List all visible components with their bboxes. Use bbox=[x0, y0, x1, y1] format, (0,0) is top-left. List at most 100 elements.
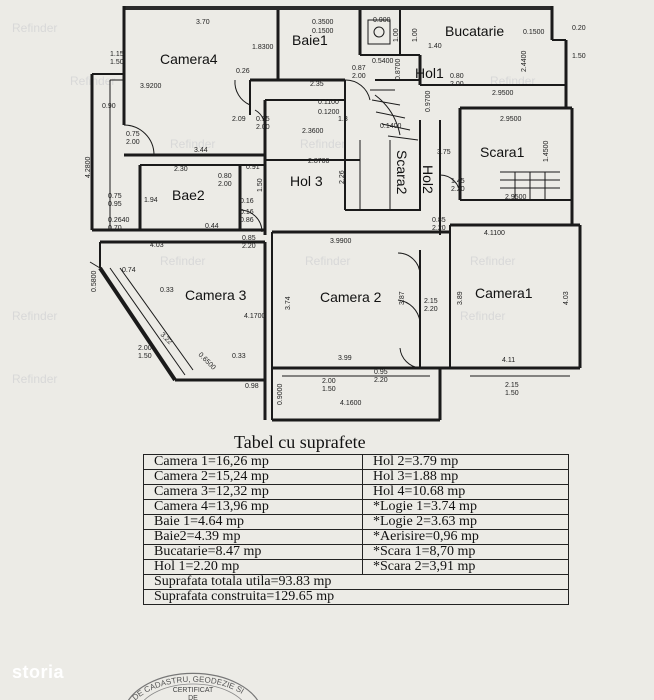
svg-text:3.9200: 3.9200 bbox=[140, 83, 162, 90]
svg-text:0.9000: 0.9000 bbox=[277, 383, 284, 405]
total-construita-row: Suprafata construita=129.65 mp bbox=[143, 589, 569, 605]
svg-text:Refinder: Refinder bbox=[12, 309, 57, 323]
room-camera1: Camera1 bbox=[475, 285, 533, 301]
svg-text:Refinder: Refinder bbox=[300, 137, 345, 151]
svg-text:3.70: 3.70 bbox=[196, 19, 210, 26]
area-row: Camera 4=13,96 mp*Logie 1=3.74 mp bbox=[143, 499, 569, 515]
brand-logo: storia bbox=[12, 662, 65, 682]
svg-text:2.00: 2.00 bbox=[352, 73, 366, 80]
area-cell-right: *Scara 1=8,70 mp bbox=[362, 544, 569, 560]
svg-text:1.50: 1.50 bbox=[110, 59, 124, 66]
svg-text:2.20: 2.20 bbox=[451, 186, 465, 193]
room-hol3: Hol 3 bbox=[290, 173, 323, 189]
svg-text:0.74: 0.74 bbox=[122, 267, 136, 274]
room-bucatarie: Bucatarie bbox=[445, 23, 504, 39]
svg-text:1.94: 1.94 bbox=[144, 197, 158, 204]
svg-text:0.98: 0.98 bbox=[245, 383, 259, 390]
svg-text:0.8700: 0.8700 bbox=[395, 58, 402, 80]
svg-text:0.3500: 0.3500 bbox=[312, 19, 334, 26]
svg-text:0.90: 0.90 bbox=[102, 103, 116, 110]
svg-text:0.26: 0.26 bbox=[236, 68, 250, 75]
svg-text:1.50: 1.50 bbox=[572, 53, 586, 60]
svg-text:Refinder: Refinder bbox=[12, 21, 57, 35]
svg-text:0.86: 0.86 bbox=[240, 217, 254, 224]
svg-text:2.3600: 2.3600 bbox=[302, 128, 324, 135]
svg-text:3.75: 3.75 bbox=[437, 149, 451, 156]
svg-text:4.03: 4.03 bbox=[563, 291, 570, 305]
svg-text:Refinder: Refinder bbox=[170, 137, 215, 151]
svg-text:0.1400: 0.1400 bbox=[380, 123, 402, 130]
svg-text:0.20: 0.20 bbox=[572, 25, 586, 32]
svg-text:4.1100: 4.1100 bbox=[484, 230, 505, 237]
svg-text:1.50: 1.50 bbox=[322, 386, 336, 393]
svg-text:2.26: 2.26 bbox=[339, 170, 346, 184]
svg-text:0.75: 0.75 bbox=[126, 131, 140, 138]
svg-text:Refinder: Refinder bbox=[460, 309, 505, 323]
svg-text:1.50: 1.50 bbox=[138, 353, 152, 360]
svg-text:2.00: 2.00 bbox=[218, 181, 232, 188]
svg-text:3.87: 3.87 bbox=[399, 291, 406, 305]
svg-text:1.50: 1.50 bbox=[257, 178, 264, 192]
room-camera3: Camera 3 bbox=[185, 287, 247, 303]
svg-text:1.00: 1.00 bbox=[393, 28, 400, 42]
svg-text:0.70: 0.70 bbox=[108, 225, 122, 232]
svg-text:3.9900: 3.9900 bbox=[330, 238, 352, 245]
svg-text:2.9500: 2.9500 bbox=[505, 194, 527, 201]
watermarks: Refinder Refinder Refinder Refinder Refi… bbox=[12, 21, 535, 386]
svg-text:0.1200: 0.1200 bbox=[318, 109, 340, 116]
room-baie1: Baie1 bbox=[292, 32, 328, 48]
svg-text:0.1500: 0.1500 bbox=[523, 29, 545, 36]
svg-text:0.44: 0.44 bbox=[205, 223, 219, 230]
svg-text:0.80: 0.80 bbox=[450, 73, 464, 80]
room-labels: Camera4 Baie1 Bucatarie Hol1 Scara1 Bae2… bbox=[160, 23, 533, 305]
area-cell-right: *Scara 2=3,91 mp bbox=[362, 559, 569, 575]
svg-text:0.900: 0.900 bbox=[373, 17, 391, 24]
area-cell-left: Baie2=4.39 mp bbox=[143, 529, 363, 545]
area-cell-left: Camera 2=15,24 mp bbox=[143, 469, 363, 485]
svg-text:2.9500: 2.9500 bbox=[500, 116, 522, 123]
svg-text:0.33: 0.33 bbox=[232, 353, 246, 360]
area-cell-left: Hol 1=2.20 mp bbox=[143, 559, 363, 575]
room-scara2: Scara2 bbox=[394, 150, 410, 195]
table-title: Tabel cu suprafete bbox=[234, 432, 366, 452]
svg-text:1.40: 1.40 bbox=[428, 43, 442, 50]
area-cell-left: Bucatarie=8.47 mp bbox=[143, 544, 363, 560]
total-utila-row: Suprafata totala utila=93.83 mp bbox=[143, 574, 569, 590]
svg-text:0.87: 0.87 bbox=[352, 65, 366, 72]
svg-text:0.9700: 0.9700 bbox=[425, 90, 432, 112]
svg-text:4.1600: 4.1600 bbox=[340, 400, 362, 407]
svg-text:2.00: 2.00 bbox=[450, 81, 464, 88]
svg-text:3.74: 3.74 bbox=[285, 296, 292, 310]
room-hol2: Hol2 bbox=[420, 165, 436, 194]
svg-text:0.16: 0.16 bbox=[240, 209, 254, 216]
svg-text:2.30: 2.30 bbox=[174, 166, 188, 173]
svg-text:3.89: 3.89 bbox=[457, 291, 464, 305]
svg-text:2.15: 2.15 bbox=[424, 298, 438, 305]
svg-text:0.1100: 0.1100 bbox=[318, 99, 339, 106]
svg-text:2.00: 2.00 bbox=[126, 139, 140, 146]
area-row: Hol 1=2.20 mp*Scara 2=3,91 mp bbox=[143, 559, 569, 575]
svg-text:2.20: 2.20 bbox=[432, 225, 446, 232]
svg-text:1.15: 1.15 bbox=[110, 51, 124, 58]
total-utila: Suprafata totala utila=93.83 mp bbox=[143, 574, 569, 590]
svg-text:1.3: 1.3 bbox=[338, 116, 348, 123]
svg-text:2.20: 2.20 bbox=[242, 243, 256, 250]
svg-text:0.2640: 0.2640 bbox=[108, 217, 130, 224]
dimension-labels: 3.70 0.3500 0.1500 0.900 1.00 1.00 0.150… bbox=[85, 17, 586, 407]
svg-text:0.95: 0.95 bbox=[108, 201, 122, 208]
area-cell-left: Camera 3=12,32 mp bbox=[143, 484, 363, 500]
svg-text:3.44: 3.44 bbox=[194, 147, 208, 154]
svg-text:2.09: 2.09 bbox=[232, 116, 246, 123]
svg-text:2.20: 2.20 bbox=[424, 306, 438, 313]
room-camera4: Camera4 bbox=[160, 51, 218, 67]
svg-text:3.99: 3.99 bbox=[338, 355, 352, 362]
cadastre-stamp: AL DE CADASTRU, GEODEZIE SI CERTIFICAT D… bbox=[122, 672, 258, 700]
svg-text:0.85: 0.85 bbox=[242, 235, 256, 242]
svg-text:1.50: 1.50 bbox=[505, 390, 519, 397]
svg-text:0.85: 0.85 bbox=[432, 217, 446, 224]
svg-text:4.03: 4.03 bbox=[150, 242, 164, 249]
svg-text:1.45: 1.45 bbox=[451, 178, 465, 185]
svg-text:0.1500: 0.1500 bbox=[312, 28, 334, 35]
